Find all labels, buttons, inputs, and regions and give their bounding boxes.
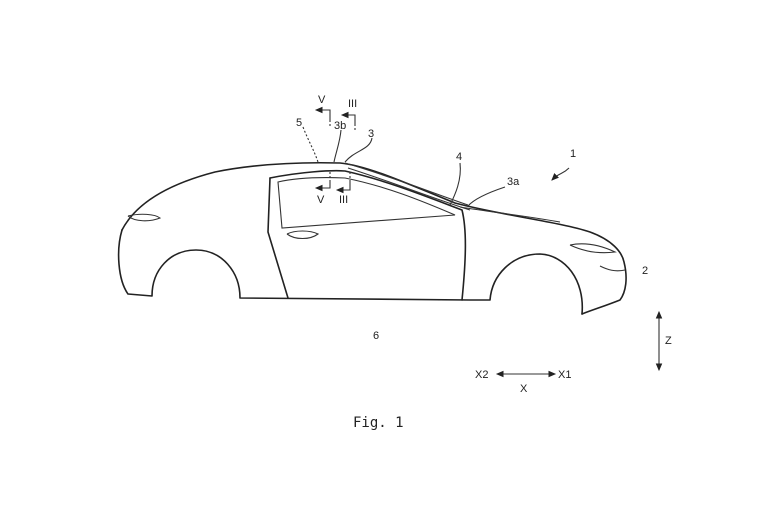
- section-label-v-bottom: V: [317, 194, 325, 206]
- section-label-v-top: V: [318, 94, 326, 106]
- label-3a: 3a: [507, 176, 520, 188]
- axis-label-x1: X1: [558, 369, 571, 381]
- label-4: 4: [456, 151, 462, 163]
- door-outline: [267, 162, 471, 301]
- label-3b: 3b: [334, 120, 346, 132]
- label-6: 6: [373, 330, 379, 342]
- leader-lines: [302, 126, 626, 272]
- label-2: 2: [642, 265, 648, 277]
- axis-indicators: [495, 310, 663, 378]
- label-3: 3: [368, 128, 374, 140]
- section-label-iii-top: III: [348, 98, 357, 110]
- label-1: 1: [570, 148, 576, 160]
- axis-label-x2: X2: [475, 369, 488, 381]
- axis-label-x: X: [520, 383, 528, 395]
- axis-label-z: Z: [665, 335, 672, 347]
- section-markers: [314, 106, 356, 194]
- section-label-iii-bottom: III: [339, 194, 348, 206]
- car-body-outline: [117, 161, 627, 315]
- figure-caption: Fig. 1: [353, 415, 404, 431]
- label-5: 5: [296, 117, 302, 129]
